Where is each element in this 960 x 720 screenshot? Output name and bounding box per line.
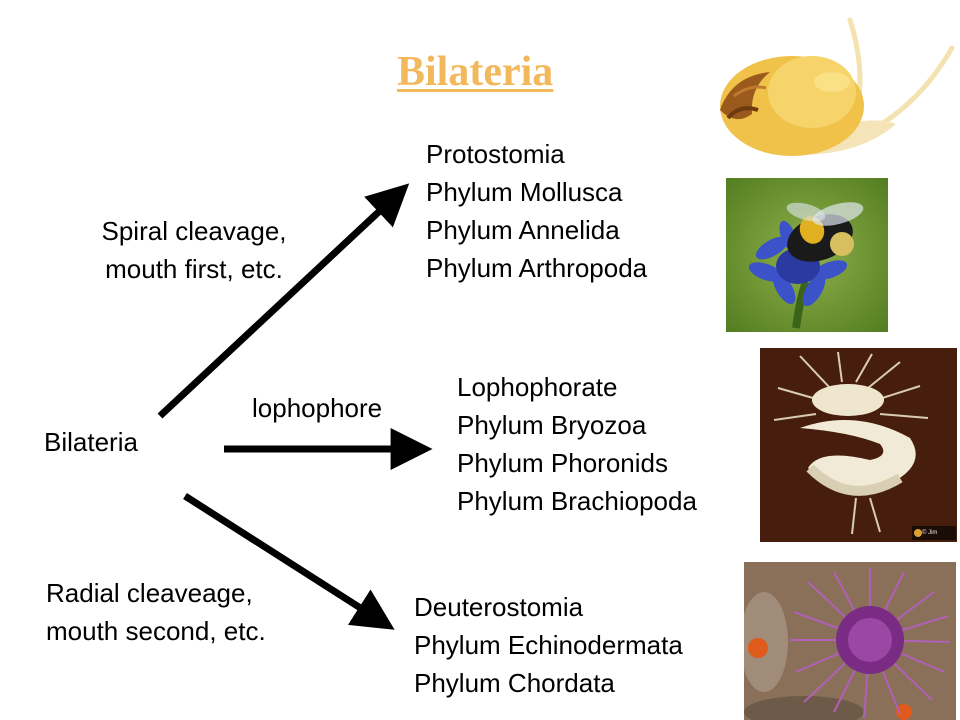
- phylum-item: Phylum Phoronids: [457, 448, 668, 478]
- edge-label-line: Spiral cleavage,: [101, 216, 287, 246]
- phylum-item: Phylum Mollusca: [426, 177, 623, 207]
- phylum-item: Phylum Annelida: [426, 215, 620, 245]
- deuterostomia-edge-label: Radial cleaveage, mouth second, etc.: [46, 574, 266, 650]
- deuterostomia-list: Deuterostomia Phylum Echinodermata Phylu…: [414, 588, 683, 702]
- phylum-item: Phylum Bryozoa: [457, 410, 647, 440]
- photo-credit: © Jim Mastro: [922, 530, 938, 536]
- root-label: Bilateria: [44, 427, 138, 457]
- protostomia-list: Protostomia Phylum Mollusca Phylum Annel…: [426, 135, 647, 287]
- arrow-to-deuterostomia: [183, 493, 395, 630]
- lophophorate-list: Lophophorate Phylum Bryozoa Phylum Phoro…: [457, 368, 697, 520]
- sea-urchin-photo: [744, 562, 956, 720]
- slide-title: Bilateria: [397, 49, 554, 95]
- phylum-item: Phylum Arthropoda: [426, 253, 648, 283]
- phylum-item: Phylum Echinodermata: [414, 630, 683, 660]
- phylum-item: Phylum Chordata: [414, 668, 615, 698]
- lophophore-edge-label: lophophore: [252, 393, 383, 423]
- phylum-item: Phylum Brachiopoda: [457, 486, 697, 516]
- bee-on-cornflower-photo: [726, 178, 888, 332]
- snail-photo: [700, 14, 956, 166]
- edge-label-line: Radial cleaveage,: [46, 578, 253, 608]
- clade-name: Protostomia: [426, 139, 565, 169]
- arrow-to-protostomia: [157, 183, 410, 419]
- edge-label-line: mouth second, etc.: [46, 616, 266, 646]
- edge-label-line: mouth first, etc.: [105, 254, 283, 284]
- bryozoan-photo: © Jim Mastro: [760, 348, 957, 542]
- clade-name: Deuterostomia: [414, 592, 584, 622]
- protostomia-edge-label: Spiral cleavage, mouth first, etc.: [82, 212, 306, 288]
- clade-name: Lophophorate: [457, 372, 618, 402]
